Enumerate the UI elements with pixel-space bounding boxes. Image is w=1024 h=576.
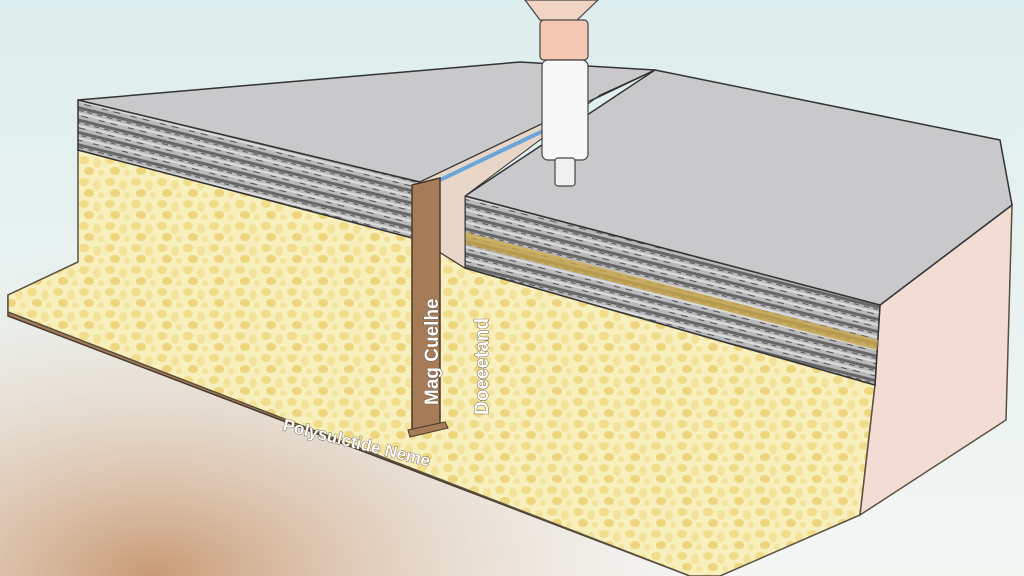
aggregate-layer	[465, 232, 878, 350]
right-slab-surface	[463, 69, 1013, 306]
backer-strip-foot	[407, 421, 449, 438]
label-vertical-strip: Mag Cuelhe	[422, 298, 443, 405]
label-vertical-side: Doeeetand	[472, 318, 493, 415]
sealant-gun-nozzle	[524, 0, 599, 187]
sealant-bead	[439, 128, 546, 182]
